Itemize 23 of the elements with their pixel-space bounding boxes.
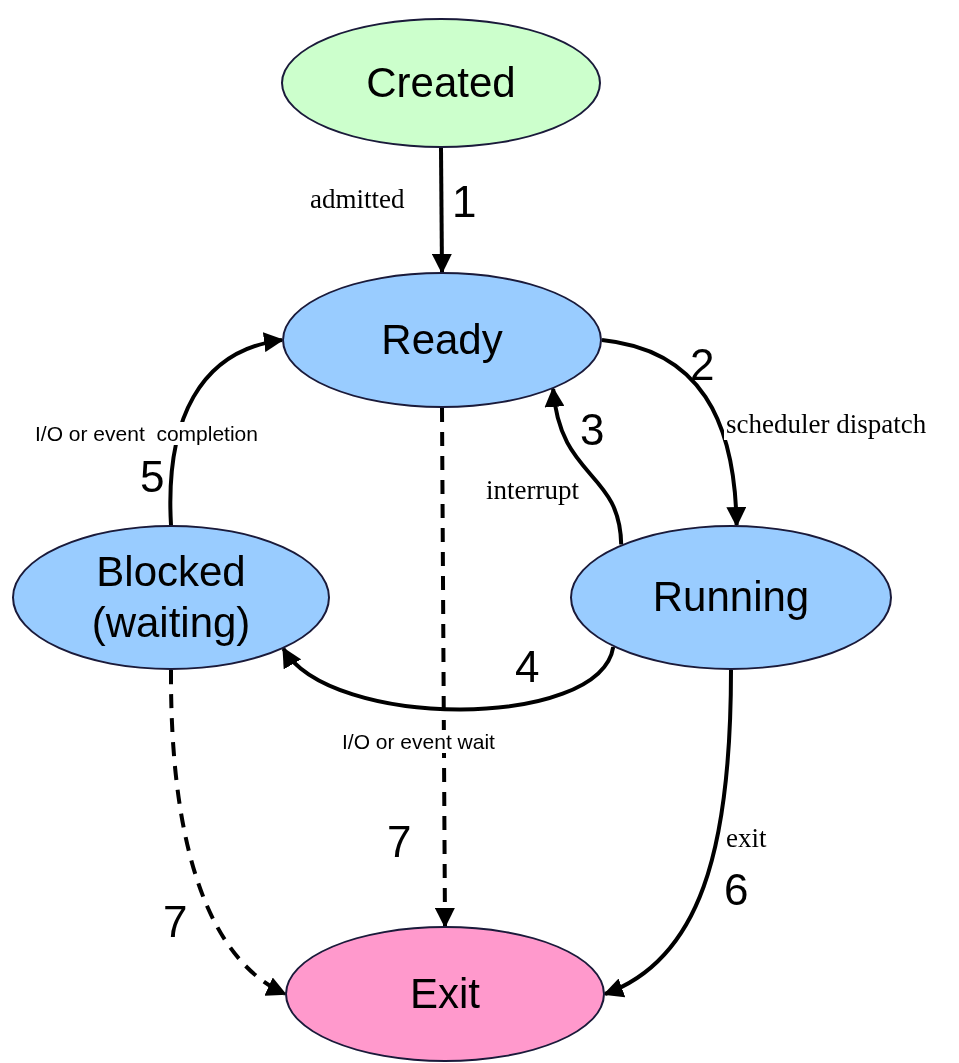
step-number: 6 bbox=[724, 868, 749, 912]
step-number: 2 bbox=[690, 343, 715, 387]
step-number: 7 bbox=[387, 820, 412, 864]
arrow bbox=[603, 669, 733, 996]
arrow bbox=[281, 646, 616, 712]
state-name: Ready bbox=[381, 314, 503, 365]
step-number: 5 bbox=[140, 455, 165, 499]
dashed-arrow bbox=[434, 408, 455, 928]
edge-label: I/O or event completion bbox=[33, 422, 260, 446]
arrow bbox=[601, 338, 746, 528]
arrow bbox=[545, 386, 624, 545]
edge-label: I/O or event wait bbox=[340, 730, 497, 754]
arrow bbox=[168, 333, 284, 526]
state-name: Blocked (waiting) bbox=[90, 547, 252, 648]
step-number: 3 bbox=[580, 408, 605, 452]
state-name: Created bbox=[366, 57, 516, 108]
arrow bbox=[431, 148, 452, 274]
step-number: 7 bbox=[163, 900, 188, 944]
step-number: 4 bbox=[515, 645, 540, 689]
state-name: Exit bbox=[410, 968, 480, 1019]
step-number: 1 bbox=[452, 180, 477, 224]
dashed-arrow bbox=[169, 669, 287, 996]
state-name: Running bbox=[652, 572, 810, 623]
